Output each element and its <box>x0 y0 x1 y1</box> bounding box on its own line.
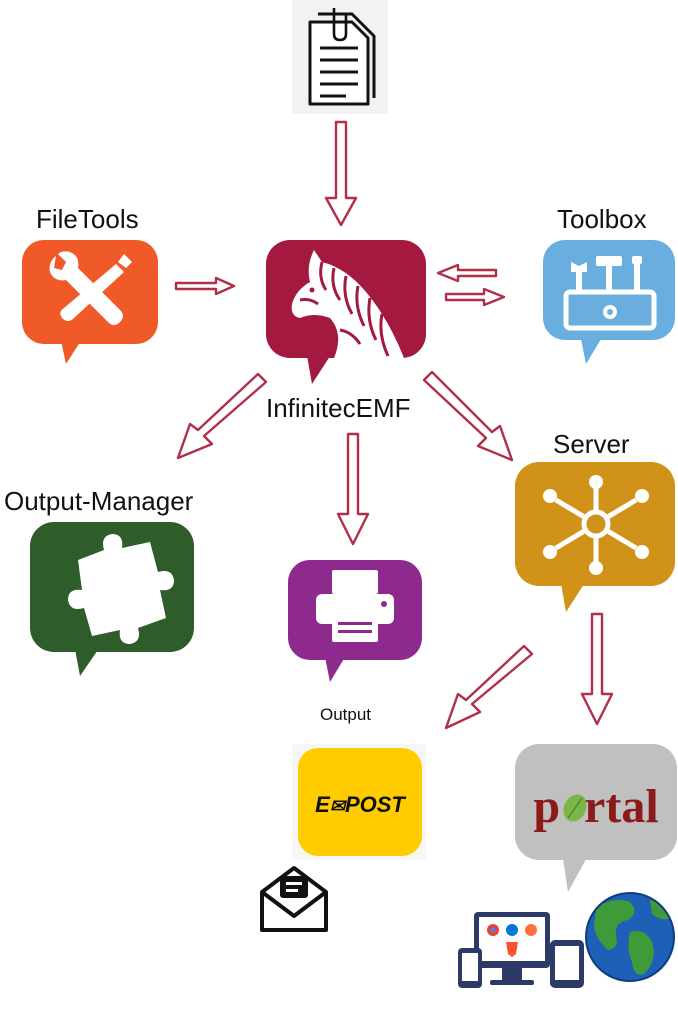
filetools-node <box>22 240 158 364</box>
clipboard-document-icon <box>308 8 376 106</box>
output-label: Output <box>320 705 372 724</box>
toolbox-icon <box>563 256 657 331</box>
arrow-infinitec-to-server <box>422 370 514 462</box>
globe-icon <box>585 892 675 982</box>
wrench-screwdriver-icon <box>49 251 132 325</box>
infinitec-node <box>266 240 426 384</box>
server-node <box>515 462 675 612</box>
filetools-label: FileTools <box>36 204 139 234</box>
puzzle-piece-icon <box>68 534 174 644</box>
output-node <box>288 560 422 682</box>
document-node <box>292 0 388 114</box>
server-label: Server <box>553 429 630 459</box>
portal-bubble <box>515 744 677 860</box>
network-hub-icon <box>543 475 649 575</box>
arrow-infinitec-to-output <box>336 432 370 546</box>
arrow-server-to-portal <box>580 612 614 726</box>
devices-icon <box>458 912 584 988</box>
envelope-icon <box>260 866 328 932</box>
arrow-infinitec-to-output-manager <box>176 372 268 460</box>
output-manager-node <box>30 522 194 676</box>
svg-text:portal: portal <box>533 780 658 833</box>
arrow-infinitec-to-toolbox <box>444 287 506 307</box>
arrow-document-to-infinitec <box>324 120 358 227</box>
zebra-icon <box>291 250 404 358</box>
toolbox-node <box>543 240 675 364</box>
epost-bubble <box>298 748 422 856</box>
arrows <box>174 120 614 730</box>
portal-logo: portal <box>533 780 658 833</box>
arrow-server-to-epost <box>444 644 534 730</box>
epost-node: E✉POST <box>292 744 426 860</box>
printer-icon <box>316 570 394 642</box>
toolbox-label: Toolbox <box>557 204 647 234</box>
arrow-filetools-to-infinitec <box>174 276 236 296</box>
infinitec-label: InfinitecEMF <box>266 393 411 423</box>
portal-node: portal <box>515 744 677 892</box>
epost-logo: E✉POST <box>315 792 406 817</box>
output-manager-label: Output-Manager <box>4 486 194 516</box>
arrow-toolbox-to-infinitec <box>436 263 498 283</box>
